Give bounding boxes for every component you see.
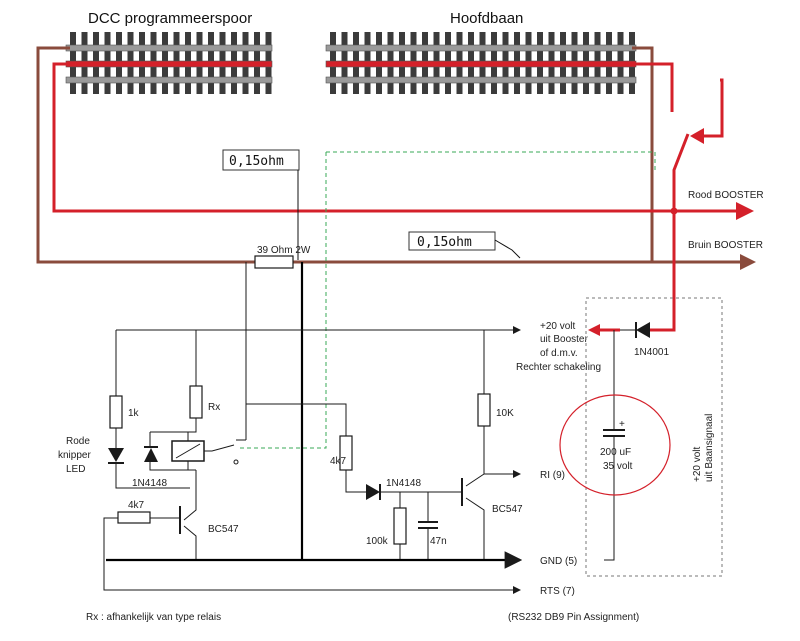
callout-middle: 0,15ohm xyxy=(417,235,472,250)
track-rail xyxy=(325,76,637,84)
callout-middle-pointer xyxy=(494,239,521,259)
cap-voltage: 35 volt xyxy=(603,461,633,472)
supply-note-3: of d.m.v. xyxy=(540,348,578,359)
brown-rail-loop xyxy=(36,46,740,264)
relay-contact-point xyxy=(233,459,239,465)
led-label-3: LED xyxy=(66,464,85,475)
supply-note-1: +20 volt xyxy=(540,321,576,332)
pin-rts: RTS (7) xyxy=(540,586,575,597)
brown-booster-label: Bruin BOOSTER xyxy=(688,240,763,251)
diode-1n4148-relay xyxy=(144,448,158,462)
track-title-main: Hoofdbaan xyxy=(450,10,523,27)
resistor-39ohm-label: 39 Ohm 2W xyxy=(257,245,311,256)
diode-1n4001-label: 1N4001 xyxy=(634,347,669,358)
red-booster-arrow xyxy=(736,202,754,220)
red-rail-right xyxy=(632,62,674,112)
supply-arrow xyxy=(588,324,600,336)
supply-note-2: uit Booster xyxy=(540,334,588,345)
sense-wire-dashed xyxy=(238,151,656,449)
resistor-rx xyxy=(189,385,203,419)
track-programming xyxy=(65,32,273,94)
track-title-programming: DCC programmeerspoor xyxy=(88,10,252,27)
resistor-39ohm xyxy=(254,255,294,269)
switch-arrow xyxy=(690,128,704,144)
footer-rx-note: Rx : afhankelijk van type relais xyxy=(86,612,221,623)
resistor-1k-label: 1k xyxy=(128,408,140,419)
red-rail-loop xyxy=(52,62,738,213)
red-supply-feed xyxy=(650,211,676,332)
rx-to-relay xyxy=(150,418,197,433)
diode-1n4148-relay-label: 1N4148 xyxy=(132,478,167,489)
q1-emitter xyxy=(183,525,197,560)
led-to-transistor xyxy=(115,463,190,489)
cap-value: 200 uF xyxy=(600,447,631,458)
q2-collector xyxy=(465,426,485,487)
mid-diode-wire xyxy=(345,470,366,493)
led-label-2: knipper xyxy=(58,450,91,461)
q1-label: BC547 xyxy=(208,524,239,535)
supply-box-dashed xyxy=(585,297,723,577)
track-rail xyxy=(65,44,273,52)
track-rail-red xyxy=(65,60,273,68)
baan-label-1: +20 volt xyxy=(692,446,703,482)
q1-collector xyxy=(183,470,197,521)
track-rail xyxy=(325,44,637,52)
callout-top: 0,15ohm xyxy=(229,154,284,169)
diode-1n4148-mid xyxy=(366,484,380,500)
resistor-4k7-base xyxy=(117,511,151,524)
flyback-wire xyxy=(149,432,196,471)
cap-47n-label: 47n xyxy=(430,536,447,547)
cap-bottom-wire xyxy=(604,436,615,561)
resistor-100k xyxy=(393,507,407,545)
track-switch xyxy=(672,133,690,211)
track-main xyxy=(325,32,637,94)
mid-tap xyxy=(246,403,347,436)
diode-1n4148-mid-label: 1N4148 xyxy=(386,478,421,489)
diode-1n4001 xyxy=(636,322,650,338)
highlight-circle xyxy=(559,394,671,496)
q1-base-wire xyxy=(103,517,520,591)
q2-emitter xyxy=(465,497,485,560)
resistor-rx-label: Rx xyxy=(208,402,220,413)
resistor-100k-label: 100k xyxy=(366,536,389,547)
track-rail-red xyxy=(325,60,637,68)
cap-plus: + xyxy=(619,419,625,430)
resistor-10k-label: 10K xyxy=(496,408,514,419)
baan-label-2: uit Baansignaal xyxy=(704,414,715,482)
brown-booster-arrow xyxy=(740,254,756,270)
relay-coil-slash xyxy=(175,443,201,459)
red-booster-label: Rood BOOSTER xyxy=(688,190,764,201)
led-diode xyxy=(108,448,124,462)
pin-ri: RI (9) xyxy=(540,470,565,481)
relay-contact xyxy=(204,444,235,452)
brown-rail-right xyxy=(632,46,654,262)
resistor-4k7-mid-label: 4k7 xyxy=(330,456,347,467)
switch-feed xyxy=(702,78,724,138)
track-rail xyxy=(65,76,273,84)
callout-middle-box xyxy=(408,231,496,251)
resistor-10k xyxy=(477,393,491,427)
resistor-1k xyxy=(109,395,123,429)
callout-top-box xyxy=(222,149,300,171)
resistor-4k7-base-label: 4k7 xyxy=(128,500,145,511)
footer-rs232-note: (RS232 DB9 Pin Assignment) xyxy=(508,612,639,623)
led-label-1: Rode xyxy=(66,436,90,447)
pin-gnd: GND (5) xyxy=(540,556,577,567)
supply-note-4: Rechter schakeling xyxy=(516,362,601,373)
q2-label: BC547 xyxy=(492,504,523,515)
